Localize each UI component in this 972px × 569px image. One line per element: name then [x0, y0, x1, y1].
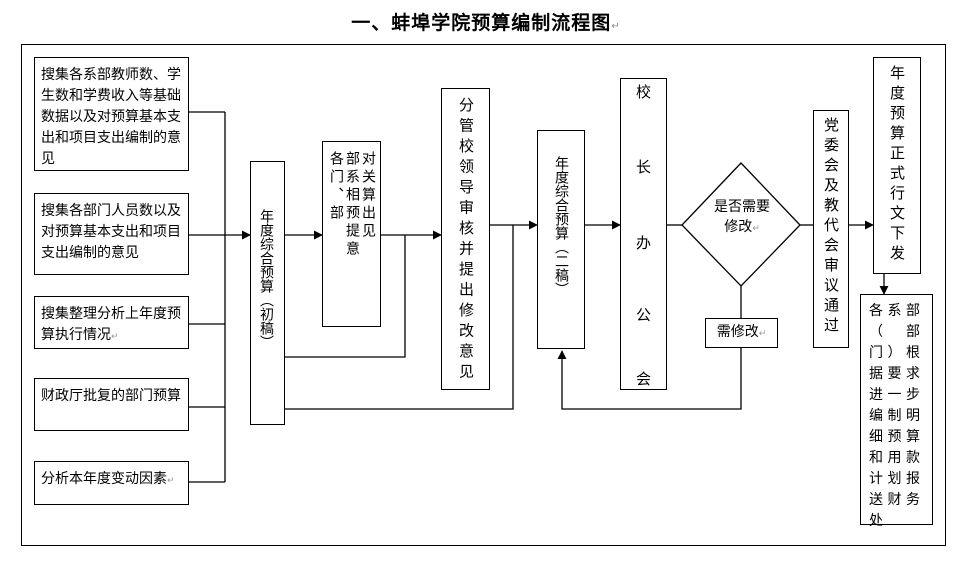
draft1-box: 年度综合预算（初稿） [250, 161, 285, 425]
party-committee-box: 党委会及教代会审议通过 [813, 110, 849, 348]
flowchart-frame [21, 44, 946, 546]
input-box-change-factors: 分析本年度变动因素↵ [34, 461, 189, 505]
final-report-box: 各系部（部门）根据要求进一步编制明细预算和用款计划报送财务处 [860, 294, 933, 529]
decision-label: 是否需要修改↵ [714, 199, 770, 235]
president-office-meeting-box: 校 长 办 公 会 [620, 78, 667, 390]
need-modify-box: 需修改↵ [705, 318, 778, 348]
draft2-box: 年度综合预算（二稿） [537, 130, 585, 349]
input-box-teacher-student-data: 搜集各系部教师数、学生数和学费收入等基础数据以及对预算基本支出和项目支出编制的意… [34, 57, 189, 171]
decision-diamond [681, 162, 801, 287]
input-box-last-year-execution: 搜集整理分析上年度预算执行情况↵ [34, 296, 189, 349]
final-issue-box: 年度预算正式行文下发 [873, 57, 921, 274]
leader-review-box: 分管校领导审核并提出修改意见 [441, 88, 490, 390]
input-box-approved-budget: 财政厅批复的部门预算 [34, 378, 189, 431]
page-title: 一、蚌埠学院预算编制流程图↵ [351, 12, 621, 34]
department-opinions-box: 对关算出见 部系相预提意 各门、部 [322, 141, 381, 327]
input-box-department-staff-data: 搜集各部门人员数以及对预算基本支出和项目支出编制的意见 [34, 193, 189, 275]
